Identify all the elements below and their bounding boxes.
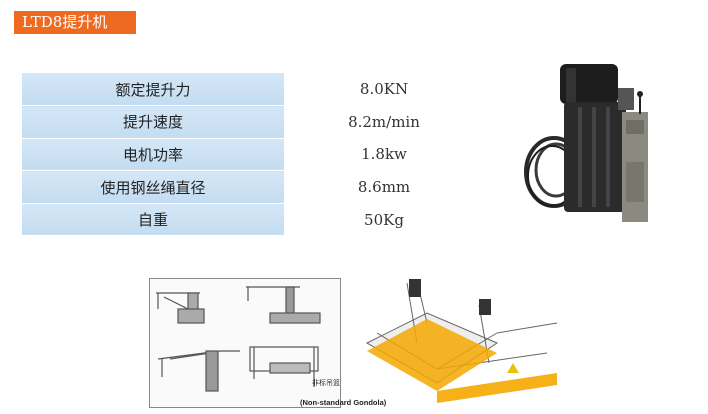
- cantilever-drawings: [149, 278, 341, 408]
- spec-row: 使用钢丝绳直径 8.6mm: [22, 170, 484, 204]
- product-title: LTD8提升机: [14, 11, 136, 34]
- gondola-caption-en: (Non-standard Gondola): [300, 398, 387, 407]
- spec-value: 8.0KN: [359, 80, 409, 99]
- spec-value: 50Kg: [364, 210, 404, 229]
- spec-value: 8.2m/min: [348, 112, 420, 131]
- spec-label: 额定提升力: [22, 73, 284, 107]
- spec-table: 额定提升力 8.0KN 提升速度 8.2m/min 电机功率 1.8kw 使用钢…: [22, 73, 484, 237]
- spec-row: 电机功率 1.8kw: [22, 138, 484, 172]
- spec-row: 提升速度 8.2m/min: [22, 105, 484, 139]
- spec-label: 电机功率: [22, 138, 284, 172]
- spec-label: 使用钢丝绳直径: [22, 170, 284, 204]
- non-standard-gondola-drawing: [365, 279, 558, 403]
- gondola-diagram: [149, 273, 581, 411]
- gondola-caption-cn: 非标吊篮: [312, 379, 340, 387]
- spec-label: 自重: [22, 203, 284, 237]
- spec-label: 提升速度: [22, 105, 284, 139]
- spec-value: 1.8kw: [361, 145, 407, 164]
- spec-row: 自重 50Kg: [22, 203, 484, 237]
- hoist-photo: [524, 64, 648, 222]
- spec-row: 额定提升力 8.0KN: [22, 73, 484, 107]
- spec-value: 8.6mm: [357, 178, 411, 197]
